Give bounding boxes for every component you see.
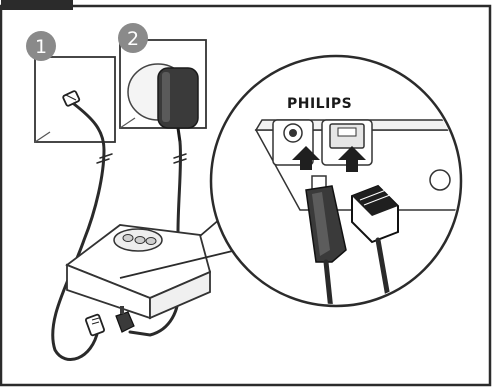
- wall-plate-power: [119, 39, 207, 143]
- phone-plug-closeup: [351, 184, 399, 304]
- insert-arrow-phone: [338, 146, 366, 172]
- power-plug-closeup: [305, 175, 347, 304]
- power-adapter: [157, 67, 199, 143]
- insert-arrow-power: [292, 146, 320, 170]
- step-marker-2: 2: [118, 23, 148, 53]
- base-station: [65, 224, 212, 320]
- phone-cable: [51, 102, 113, 361]
- step-marker-1: 1: [26, 31, 56, 61]
- handset-cradle: [113, 228, 163, 252]
- magnified-detail: PHILIPS: [209, 54, 463, 308]
- step-number-2: 2: [127, 28, 139, 50]
- step-number-1: 1: [35, 36, 47, 58]
- loose-power-plug: [115, 306, 135, 333]
- loose-phone-plug: [85, 313, 105, 337]
- brand-label: PHILIPS: [287, 96, 352, 112]
- wall-plate-phone: [34, 56, 116, 143]
